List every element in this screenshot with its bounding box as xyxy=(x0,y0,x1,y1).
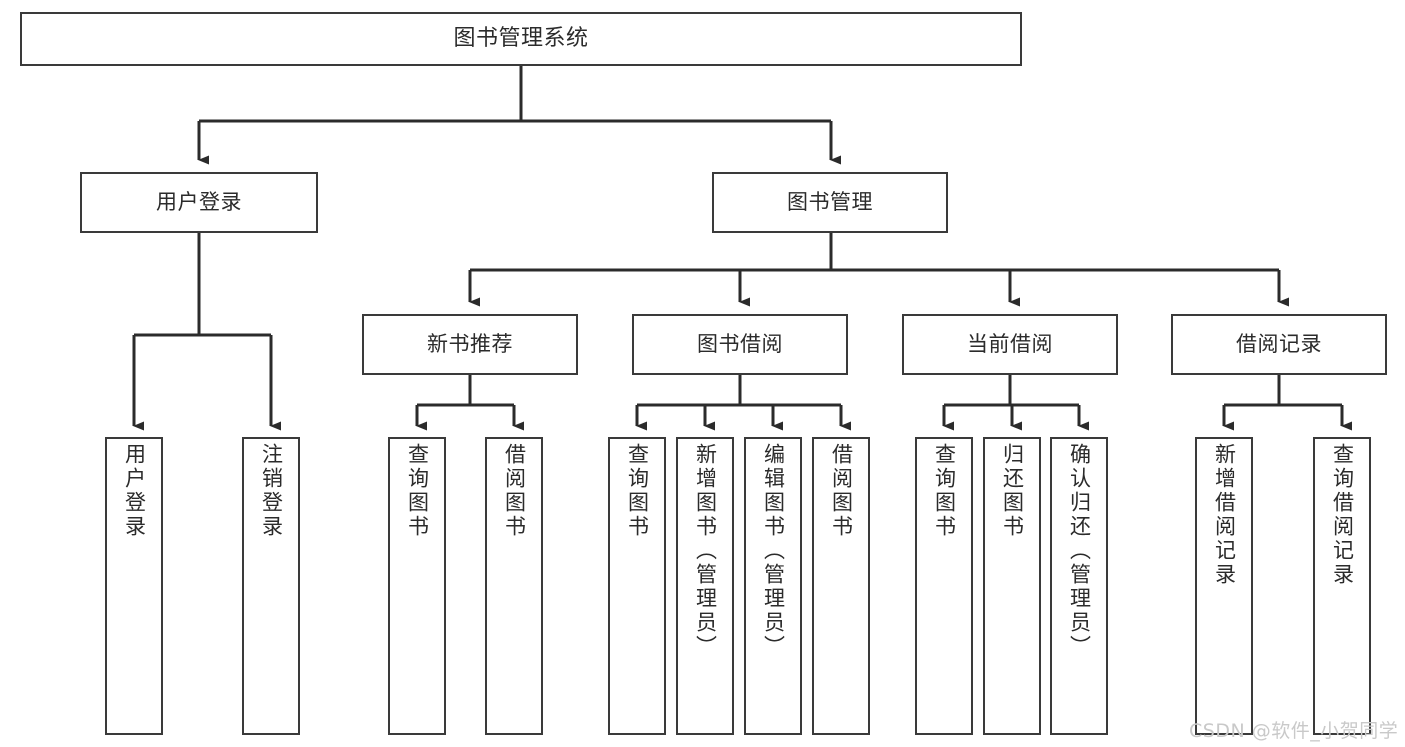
leaf-query-borrow-record[interactable]: 查询借阅记录 xyxy=(1313,437,1371,735)
node-label: 确认归还（管理员） xyxy=(1067,443,1092,659)
node-label: 注销登录 xyxy=(259,443,284,539)
leaf-query-book-borrow[interactable]: 查询图书 xyxy=(608,437,666,735)
leaf-confirm-return[interactable]: 确认归还（管理员） xyxy=(1050,437,1108,735)
leaf-edit-book[interactable]: 编辑图书（管理员） xyxy=(744,437,802,735)
node-label: 新增图书（管理员） xyxy=(693,443,718,659)
node-label: 借阅记录 xyxy=(1236,331,1322,356)
node-label: 查询图书 xyxy=(405,443,430,539)
leaf-query-book-current[interactable]: 查询图书 xyxy=(915,437,973,735)
node-label: 查询图书 xyxy=(932,443,957,539)
node-new-book-recommend[interactable]: 新书推荐 xyxy=(362,314,578,375)
node-label: 查询图书 xyxy=(625,443,650,539)
leaf-add-borrow-record[interactable]: 新增借阅记录 xyxy=(1195,437,1253,735)
node-label: 新书推荐 xyxy=(427,331,513,356)
node-label: 用户登录 xyxy=(156,189,242,214)
node-label: 查询借阅记录 xyxy=(1330,443,1355,587)
node-user-login[interactable]: 用户登录 xyxy=(80,172,318,233)
node-label: 新增借阅记录 xyxy=(1212,443,1237,587)
node-label: 图书管理 xyxy=(787,189,873,214)
node-label: 用户登录 xyxy=(122,443,147,539)
node-label: 图书管理系统 xyxy=(453,25,589,51)
leaf-borrow-book-recommend[interactable]: 借阅图书 xyxy=(485,437,543,735)
node-borrow-record[interactable]: 借阅记录 xyxy=(1171,314,1387,375)
node-current-borrow[interactable]: 当前借阅 xyxy=(902,314,1118,375)
node-label: 借阅图书 xyxy=(829,443,854,539)
node-label: 图书借阅 xyxy=(697,331,783,356)
node-label: 当前借阅 xyxy=(967,331,1053,356)
node-label: 编辑图书（管理员） xyxy=(761,443,786,659)
leaf-logout-login[interactable]: 注销登录 xyxy=(242,437,300,735)
leaf-borrow-book[interactable]: 借阅图书 xyxy=(812,437,870,735)
leaf-user-login[interactable]: 用户登录 xyxy=(105,437,163,735)
csdn-watermark: CSDN @软件_小贺同学 xyxy=(1189,720,1399,742)
leaf-query-book-recommend[interactable]: 查询图书 xyxy=(388,437,446,735)
leaf-return-book[interactable]: 归还图书 xyxy=(983,437,1041,735)
node-label: 借阅图书 xyxy=(502,443,527,539)
node-book-manage[interactable]: 图书管理 xyxy=(712,172,948,233)
node-root-book-management-system[interactable]: 图书管理系统 xyxy=(20,12,1022,66)
leaf-add-book[interactable]: 新增图书（管理员） xyxy=(676,437,734,735)
node-book-borrow[interactable]: 图书借阅 xyxy=(632,314,848,375)
node-label: 归还图书 xyxy=(1000,443,1025,539)
